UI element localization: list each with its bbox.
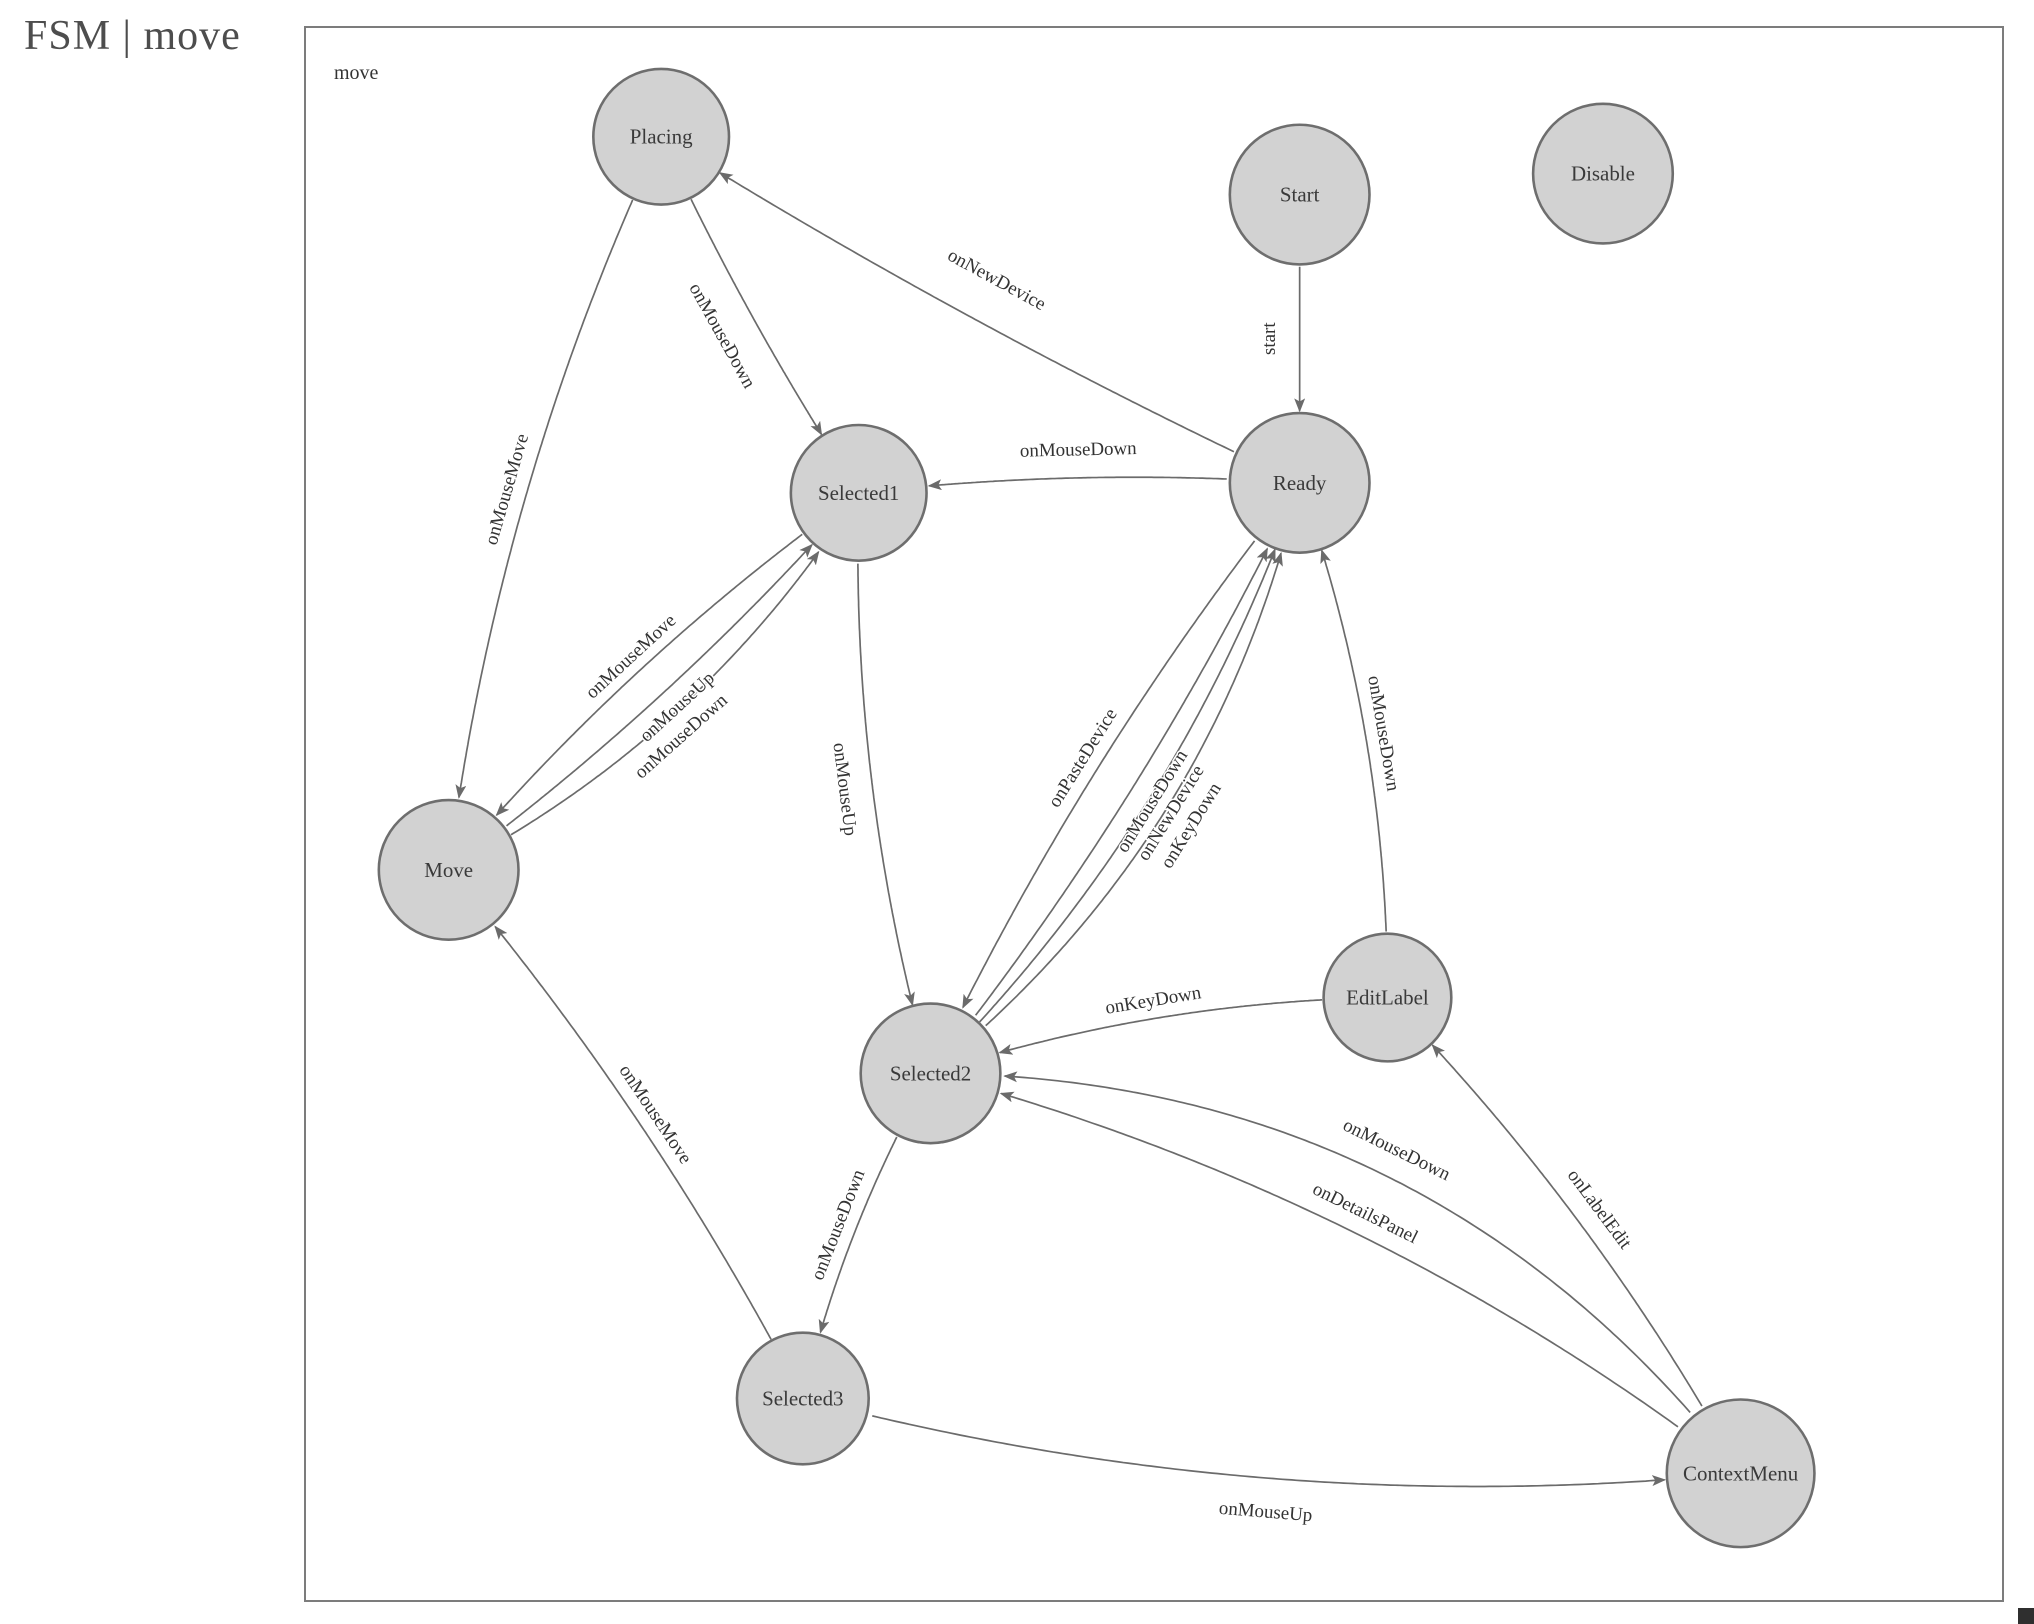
state-node-move[interactable]: Move <box>377 798 520 941</box>
page-title: FSM | move <box>24 13 241 59</box>
state-circle <box>1228 123 1371 266</box>
transition-label: onMouseDown <box>807 1166 869 1283</box>
transition-Ready-Selected1[interactable] <box>927 476 1227 491</box>
transition-Selected2-Selected3[interactable] <box>818 1136 898 1334</box>
transition-label: onMouseDown <box>685 280 760 393</box>
transition-EditLabel-Selected2[interactable] <box>998 998 1323 1055</box>
state-label: EditLabel <box>1346 986 1429 1010</box>
transition-Selected2-Ready[interactable] <box>978 548 1276 1023</box>
state-label: Selected1 <box>818 481 899 505</box>
state-label: Selected3 <box>762 1387 843 1411</box>
state-circle <box>859 1002 1002 1145</box>
state-label: Placing <box>630 125 693 149</box>
transition-label: onMouseUp <box>1218 1498 1313 1526</box>
transition-label: onMouseDown <box>1340 1115 1454 1186</box>
state-circle <box>377 798 520 941</box>
state-node-selected1[interactable]: Selected1 <box>789 423 928 562</box>
state-circle <box>592 67 731 206</box>
state-node-selected3[interactable]: Selected3 <box>735 1331 870 1466</box>
transition-Selected3-Move[interactable] <box>494 925 772 1340</box>
transition-Move-Selected1[interactable] <box>505 543 813 827</box>
canvas-mode-label: move <box>334 62 379 84</box>
state-circle <box>735 1331 870 1466</box>
transition-label: start <box>1259 322 1280 355</box>
transition-label: onMouseMove <box>615 1061 696 1168</box>
transition-label: onMouseUp <box>828 742 860 838</box>
transition-Placing-Move[interactable] <box>455 199 634 799</box>
state-node-contextmenu[interactable]: ContextMenu <box>1665 1398 1816 1549</box>
transition-Move-Selected1[interactable] <box>510 550 820 836</box>
state-circle <box>1665 1398 1816 1549</box>
state-circle <box>1322 932 1453 1063</box>
transition-Selected1-Move[interactable] <box>495 533 803 817</box>
state-label: Disable <box>1571 162 1635 186</box>
scroll-corner-artifact <box>2018 1608 2034 1624</box>
state-label: ContextMenu <box>1683 1461 1799 1485</box>
state-circle <box>789 423 928 562</box>
transition-EditLabel-Ready[interactable] <box>1320 549 1387 932</box>
transition-label: onMouseMove <box>481 431 533 547</box>
state-label: Start <box>1280 183 1320 207</box>
transition-ContextMenu-Selected2[interactable] <box>1003 1071 1691 1413</box>
transition-Selected1-Selected2[interactable] <box>857 563 915 1007</box>
state-circle <box>1531 102 1675 245</box>
transition-ContextMenu-EditLabel[interactable] <box>1431 1044 1703 1407</box>
state-node-start[interactable]: Start <box>1228 123 1371 266</box>
transition-ContextMenu-Selected2[interactable] <box>999 1091 1679 1428</box>
state-label: Ready <box>1273 471 1327 495</box>
transition-label: onMouseMove <box>582 610 681 703</box>
transition-Selected2-Ready[interactable] <box>985 551 1283 1027</box>
state-node-editlabel[interactable]: EditLabel <box>1322 932 1453 1063</box>
transition-label: onPasteDevice <box>1044 705 1121 812</box>
state-label: Selected2 <box>890 1061 971 1085</box>
state-node-selected2[interactable]: Selected2 <box>859 1002 1002 1145</box>
state-node-disable[interactable]: Disable <box>1531 102 1675 245</box>
transition-Placing-Selected1[interactable] <box>690 198 823 436</box>
transition-Ready-Placing[interactable] <box>718 172 1235 453</box>
transition-label: onLabelEdit <box>1563 1165 1636 1253</box>
transition-label: onMouseDown <box>1363 674 1403 793</box>
state-circle <box>1228 411 1371 554</box>
transition-Selected3-ContextMenu[interactable] <box>872 1415 1667 1488</box>
transition-label: onNewDevice <box>944 245 1049 315</box>
transition-Selected2-Ready[interactable] <box>974 547 1268 1016</box>
state-node-placing[interactable]: Placing <box>592 67 731 206</box>
transition-Ready-Selected2[interactable] <box>962 540 1256 1009</box>
state-label: Move <box>424 858 473 882</box>
transition-label: onMouseDown <box>1020 438 1138 462</box>
state-node-ready[interactable]: Ready <box>1228 411 1371 554</box>
